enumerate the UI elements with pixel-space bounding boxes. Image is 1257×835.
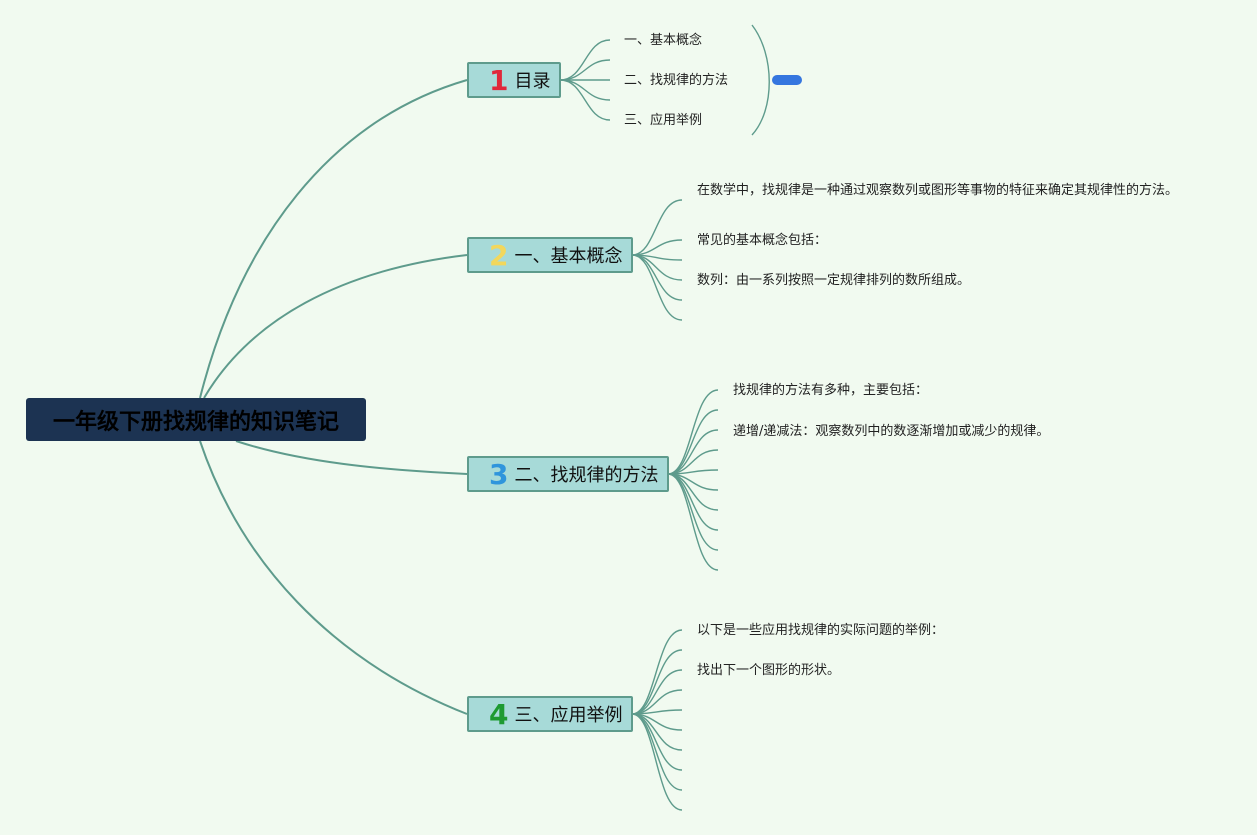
connector-root-1	[199, 79, 468, 399]
concept-item[interactable]: 在数学中，找规律是一种通过观察数列或图形等事物的特征来确定其规律性的方法。	[697, 183, 1179, 198]
connector-root-4	[199, 440, 468, 715]
example-item[interactable]: 找出下一个图形的形状。	[697, 663, 841, 678]
branch-methods[interactable]: 3 二、找规律的方法	[467, 456, 669, 492]
toc-item[interactable]: 三、应用举例	[624, 113, 703, 128]
branch-number: 3	[489, 457, 509, 491]
branch-concepts[interactable]: 2 一、基本概念	[467, 237, 633, 273]
root-topic[interactable]: 一年级下册找规律的知识笔记	[26, 398, 366, 441]
branch-label: 三、应用举例	[514, 705, 623, 726]
toc-item[interactable]: 一、基本概念	[624, 33, 703, 48]
connector-root-3	[235, 440, 468, 475]
example-item[interactable]: 以下是一些应用找规律的实际问题的举例：	[697, 623, 945, 638]
branch-label: 目录	[514, 71, 551, 92]
toc-item[interactable]: 二、找规律的方法	[624, 73, 729, 88]
branch-examples[interactable]: 4 三、应用举例	[467, 696, 633, 732]
branch-label: 二、找规律的方法	[514, 465, 659, 486]
root-title: 一年级下册找规律的知识笔记	[52, 409, 339, 435]
method-item[interactable]: 递增/递减法：观察数列中的数逐渐增加或减少的规律。	[733, 424, 1050, 439]
concept-item[interactable]: 常见的基本概念包括：	[697, 233, 828, 248]
branch-label: 一、基本概念	[514, 246, 623, 267]
connector-root-2	[203, 254, 468, 399]
branch-number: 2	[489, 238, 509, 272]
branch-number: 4	[489, 697, 509, 731]
concept-item[interactable]: 数列：由一系列按照一定规律排列的数所组成。	[697, 273, 971, 288]
branch-number: 1	[489, 63, 509, 97]
collapse-toggle[interactable]	[772, 75, 802, 85]
branch-toc[interactable]: 1 目录	[467, 62, 561, 98]
method-item[interactable]: 找规律的方法有多种，主要包括：	[733, 383, 929, 398]
summary-bracket	[751, 24, 770, 136]
